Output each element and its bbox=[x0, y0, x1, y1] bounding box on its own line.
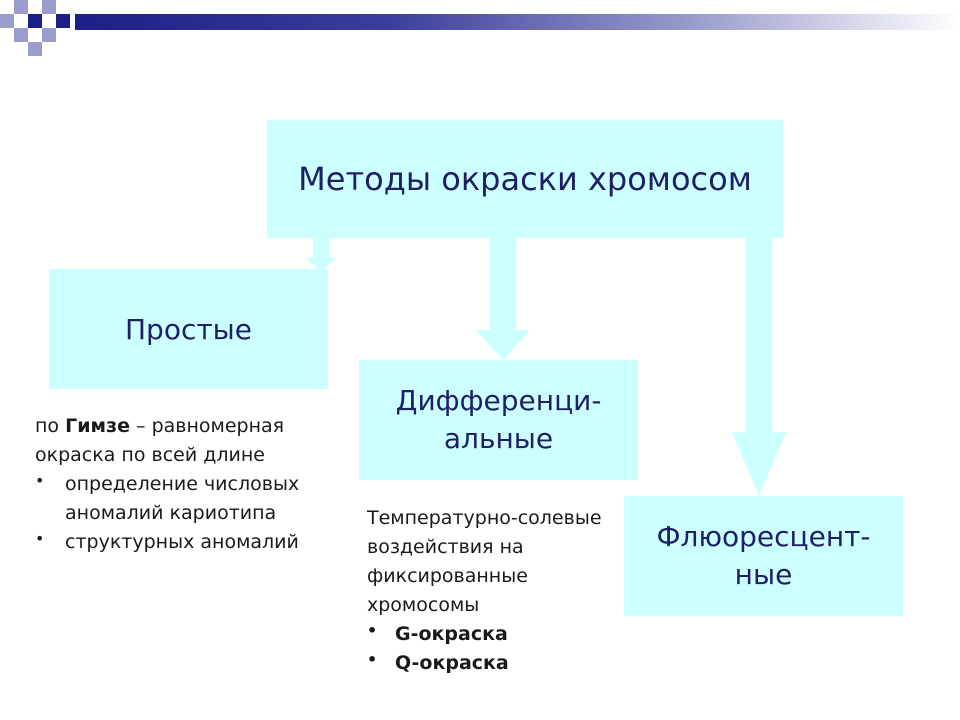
node-fluorescent-label-line2: ные bbox=[734, 558, 793, 591]
list-item: структурных аномалий bbox=[35, 524, 335, 557]
root-node-methods: Методы окраски хромосом bbox=[267, 120, 783, 238]
deco-square bbox=[42, 28, 56, 42]
differential-notes-text: Температурно-солевые воздействия на фикс… bbox=[367, 507, 602, 616]
notes-bold-term: Гимзе bbox=[65, 415, 130, 437]
notes-rest: – равномерная окраска по всей длине bbox=[35, 415, 285, 466]
header-gradient-bar bbox=[75, 14, 960, 30]
node-fluorescent-label-line1: Флюоресцент- bbox=[656, 520, 871, 553]
list-item: определение числовых аномалий кариотипа bbox=[35, 466, 335, 528]
notes-prefix: по bbox=[35, 415, 66, 437]
deco-square bbox=[14, 28, 28, 42]
arrow-to-fluorescent bbox=[732, 238, 786, 496]
arrow-to-differential bbox=[476, 238, 530, 360]
simple-notes-text: по Гимзе – равномерная окраска по всей д… bbox=[35, 412, 335, 470]
deco-square bbox=[42, 0, 56, 14]
node-fluorescent: Флюоресцент- ные bbox=[624, 496, 903, 616]
node-simple: Простые bbox=[49, 269, 328, 389]
deco-square bbox=[14, 0, 28, 14]
deco-square bbox=[0, 14, 14, 28]
node-differential-label-line2: альные bbox=[443, 422, 554, 455]
deco-square bbox=[28, 14, 42, 28]
list-item: Q-окраска bbox=[367, 645, 627, 678]
root-node-label: Методы окраски хромосом bbox=[298, 160, 752, 198]
node-differential-label-line1: Дифференци- bbox=[395, 384, 602, 417]
deco-square bbox=[56, 14, 70, 28]
differential-notes-bullets: G-окраска Q-окраска bbox=[367, 616, 627, 678]
arrow-to-simple bbox=[305, 238, 337, 272]
differential-method-notes: Температурно-солевые воздействия на фикс… bbox=[367, 504, 627, 678]
list-item: G-окраска bbox=[367, 616, 627, 649]
node-differential: Дифференци- альные bbox=[359, 360, 638, 480]
simple-method-notes: по Гимзе – равномерная окраска по всей д… bbox=[35, 412, 335, 557]
simple-notes-bullets: определение числовых аномалий кариотипа … bbox=[35, 466, 335, 557]
node-simple-label: Простые bbox=[125, 312, 252, 346]
deco-square bbox=[28, 42, 42, 56]
